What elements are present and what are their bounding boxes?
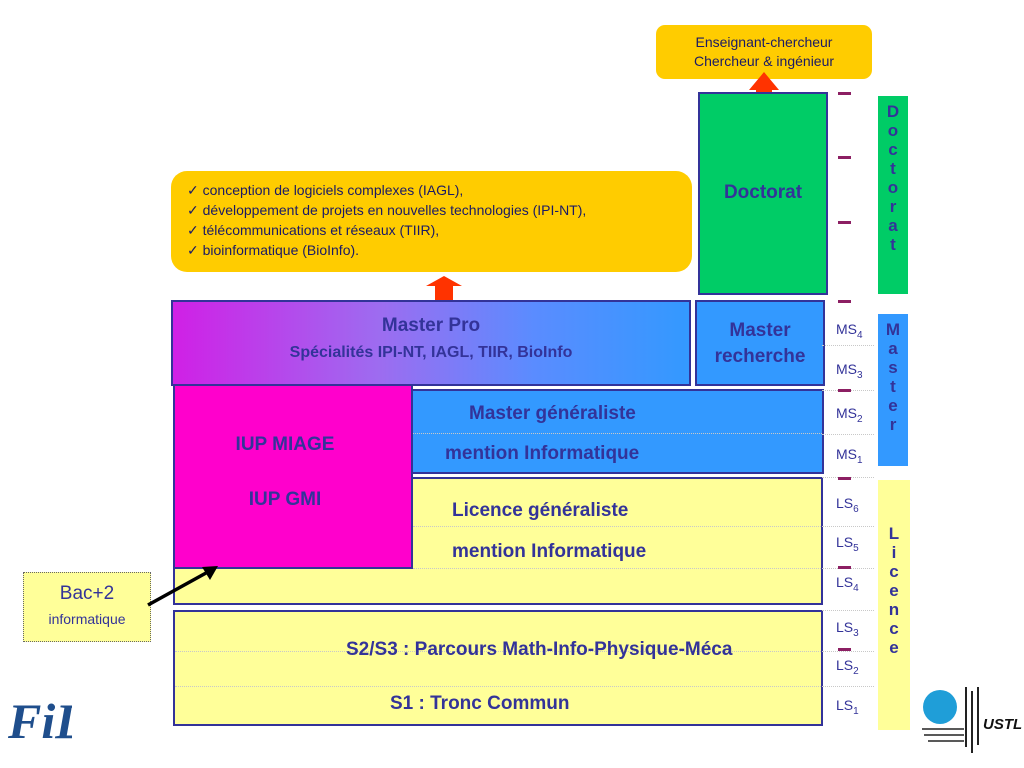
career-box: Enseignant-chercheur Chercheur & ingénie… bbox=[656, 25, 872, 79]
iup-box bbox=[173, 382, 413, 569]
semester-tick bbox=[838, 156, 851, 159]
s1-label: S1 : Tronc Commun bbox=[390, 693, 570, 714]
iup-gmi-label: IUP GMI bbox=[248, 489, 322, 510]
master-recherche-line-1: Master bbox=[729, 320, 791, 341]
doctorat-label: Doctorat bbox=[723, 182, 803, 203]
licence-generaliste-line-1: Licence généraliste bbox=[452, 500, 629, 521]
semester-tick bbox=[838, 92, 851, 95]
semester-tick bbox=[838, 648, 851, 651]
licence-divider bbox=[413, 568, 823, 569]
specialite-item-iagl: conception de logiciels complexes (IAGL)… bbox=[187, 180, 692, 200]
s2s3-label: S2/S3 : Parcours Math-Info-Physique-Méca bbox=[346, 639, 733, 660]
iup-miage-label: IUP MIAGE bbox=[235, 434, 335, 455]
semester-label-ls1: LS1 bbox=[836, 697, 859, 717]
bac2-line-2: informatique bbox=[48, 611, 126, 627]
semester-tick bbox=[838, 389, 851, 392]
specialite-item-ipi-nt: développement de projets en nouvelles te… bbox=[187, 200, 692, 220]
doctorat-box: Doctorat bbox=[698, 92, 828, 295]
semester-label-ms4: MS4 bbox=[836, 321, 863, 341]
semester-label-ls2: LS2 bbox=[836, 657, 859, 677]
semester-label-ls6: LS6 bbox=[836, 495, 859, 515]
specialites-list: conception de logiciels complexes (IAGL)… bbox=[187, 180, 692, 260]
semester-divider bbox=[822, 434, 874, 435]
semester-label-ls5: LS5 bbox=[836, 534, 859, 554]
s1-s3-box bbox=[173, 610, 823, 726]
fil-logo: FiL bbox=[6, 682, 86, 749]
career-line-2: Chercheur & ingénieur bbox=[693, 53, 835, 69]
master-recherche-line-2: recherche bbox=[714, 346, 806, 367]
licence-generaliste-line-2: mention Informatique bbox=[452, 541, 647, 562]
s1-s3-divider bbox=[175, 686, 821, 687]
semester-divider bbox=[822, 686, 874, 687]
specialite-item-bioinfo: bioinformatique (BioInfo). bbox=[187, 240, 692, 260]
master-pro-up-arrow bbox=[426, 276, 462, 302]
svg-text:FiL: FiL bbox=[7, 693, 72, 748]
master-pro-title: Master Pro bbox=[381, 315, 481, 336]
svg-text:USTL: USTL bbox=[983, 716, 1022, 733]
semester-label-ms1: MS1 bbox=[836, 446, 863, 466]
semester-tick bbox=[838, 221, 851, 224]
specialite-item-tiir: télécommunications et réseaux (TIIR), bbox=[187, 220, 692, 240]
master-pro-box: Master Pro Spécialités IPI-NT, IAGL, TII… bbox=[171, 300, 691, 386]
semester-divider bbox=[822, 610, 874, 611]
s1-s3-divider bbox=[175, 651, 821, 652]
semester-label-ms3: MS3 bbox=[836, 361, 863, 381]
semester-tick bbox=[838, 300, 851, 303]
specialites-box: conception de logiciels complexes (IAGL)… bbox=[171, 171, 692, 272]
master-generaliste-box bbox=[410, 389, 824, 474]
semester-label-ls4: LS4 bbox=[836, 574, 859, 594]
semester-divider bbox=[822, 651, 874, 652]
semester-label-ls3: LS3 bbox=[836, 619, 859, 639]
semester-tick bbox=[838, 477, 851, 480]
licence-side-band bbox=[878, 480, 910, 730]
master-generaliste-line-1: Master généraliste bbox=[469, 403, 636, 424]
semester-label-ms2: MS2 bbox=[836, 405, 863, 425]
master-side-band bbox=[878, 314, 908, 466]
semester-divider bbox=[822, 526, 874, 527]
master-recherche-box: Master recherche bbox=[695, 300, 825, 386]
licence-divider bbox=[413, 526, 823, 527]
bac2-line-1: Bac+2 bbox=[59, 583, 115, 604]
bac2-box: Bac+2 informatique bbox=[23, 572, 151, 642]
career-line-1: Enseignant-chercheur bbox=[695, 34, 833, 50]
doctorat-side-band bbox=[878, 96, 908, 294]
ustl-logo: USTL bbox=[920, 685, 1024, 755]
semester-tick bbox=[838, 566, 851, 569]
master-generaliste-line-2: mention Informatique bbox=[445, 443, 640, 464]
bac2-arrow bbox=[146, 563, 220, 609]
master-pro-subtitle: Spécialités IPI-NT, IAGL, TIIR, BioInfo bbox=[289, 344, 573, 361]
semester-divider bbox=[822, 345, 874, 346]
master-generaliste-divider bbox=[412, 433, 822, 434]
